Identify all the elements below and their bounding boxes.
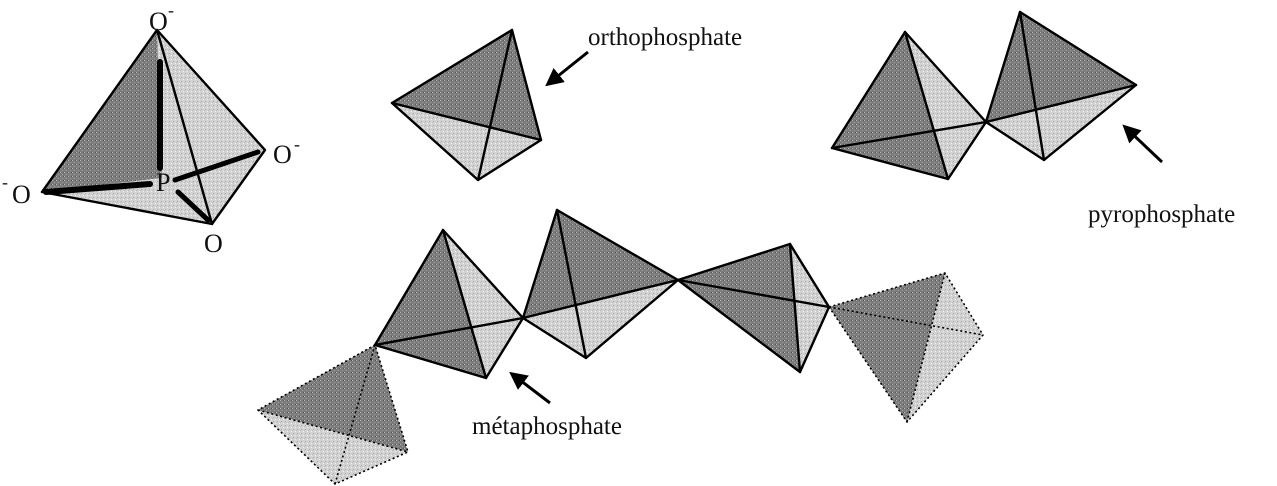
orthophosphate-unit xyxy=(390,28,543,182)
metaphosphate-arrow xyxy=(509,371,551,405)
meta-tetra-e-dark xyxy=(258,345,408,452)
orthophosphate-arrow xyxy=(545,50,589,87)
pyrophosphate-label: pyrophosphate xyxy=(1088,201,1235,228)
metaphosphate-label: métaphosphate xyxy=(472,413,622,440)
atom-o-right: O xyxy=(273,140,292,169)
metaphosphate-chain xyxy=(257,208,984,485)
bond-p-right xyxy=(172,149,261,183)
meta-tetra-a-light xyxy=(443,230,523,378)
charge-o-left: - xyxy=(2,172,8,192)
meta-tetra-c-dark xyxy=(678,244,800,372)
atom-o-bottom: O xyxy=(204,229,223,258)
tetra-face-light xyxy=(157,30,265,178)
pyro-tetra2-light xyxy=(986,85,1136,160)
ortho-face-light xyxy=(392,103,541,180)
orthophosphate-label: orthophosphate xyxy=(588,24,742,51)
bond-p-left xyxy=(43,181,153,195)
meta-tetra-d-light xyxy=(907,273,983,422)
phosphate-tetrahedron: O - P O - - O O xyxy=(2,0,300,258)
pyrophosphate-arrow xyxy=(1122,124,1164,164)
bond-p-bottom xyxy=(175,189,211,223)
charge-o-top: - xyxy=(168,0,174,20)
charge-o-right: - xyxy=(294,134,300,154)
pyro-tetra1-light xyxy=(905,32,986,179)
ortho-face-dark xyxy=(392,30,541,140)
pyrophosphate-unit xyxy=(830,10,1138,181)
meta-tetra-b-light xyxy=(523,280,678,358)
atom-p-center: P xyxy=(156,168,170,197)
meta-tetra-e-light xyxy=(258,410,408,484)
atom-o-left: O xyxy=(12,180,31,209)
meta-tetra-c-light xyxy=(790,244,829,372)
atom-o-top: O xyxy=(149,7,168,36)
